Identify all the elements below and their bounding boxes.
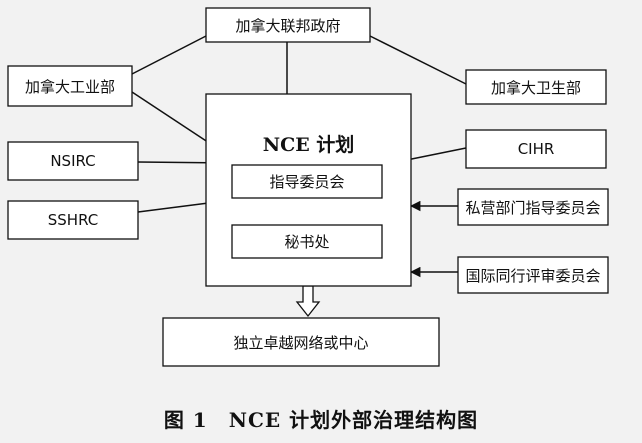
label-peer-review-committee: 国际同行评审委员会 [465, 266, 601, 285]
figure-caption: 图 1 NCE 计划外部治理结构图 [163, 407, 479, 432]
label-industry-dept: 加拿大工业部 [24, 77, 115, 96]
line-gov-to-health [369, 35, 467, 85]
box-steering-committee [231, 164, 383, 199]
label-sshrc: SSHRC [47, 211, 99, 229]
box-private-sector-committee [457, 188, 609, 226]
box-peer-review-committee [457, 256, 609, 294]
box-nserc [7, 141, 139, 181]
box-sshrc [7, 200, 139, 240]
label-private-sector-committee: 私营部门指导委员会 [465, 198, 601, 217]
box-federal-government [205, 7, 371, 43]
hollow-arrow-nce-to-networks [295, 285, 321, 318]
label-networks-centres: 独立卓越网络或中心 [233, 333, 369, 352]
line-gov-to-industry [131, 35, 207, 75]
box-secretariat [231, 224, 383, 259]
label-steering-committee: 指导委员会 [269, 173, 345, 191]
box-industry-dept [7, 65, 133, 107]
label-health-dept: 加拿大卫生部 [490, 78, 581, 97]
label-federal-government: 加拿大联邦政府 [235, 16, 341, 35]
box-health-dept [465, 69, 607, 105]
label-cihr: CIHR [517, 140, 555, 158]
box-cihr [465, 129, 607, 169]
label-nserc: NSIRC [50, 152, 96, 170]
box-networks-centres [162, 317, 440, 367]
label-nce-program: NCE 计划 [262, 133, 355, 156]
label-secretariat: 秘书处 [284, 233, 330, 251]
